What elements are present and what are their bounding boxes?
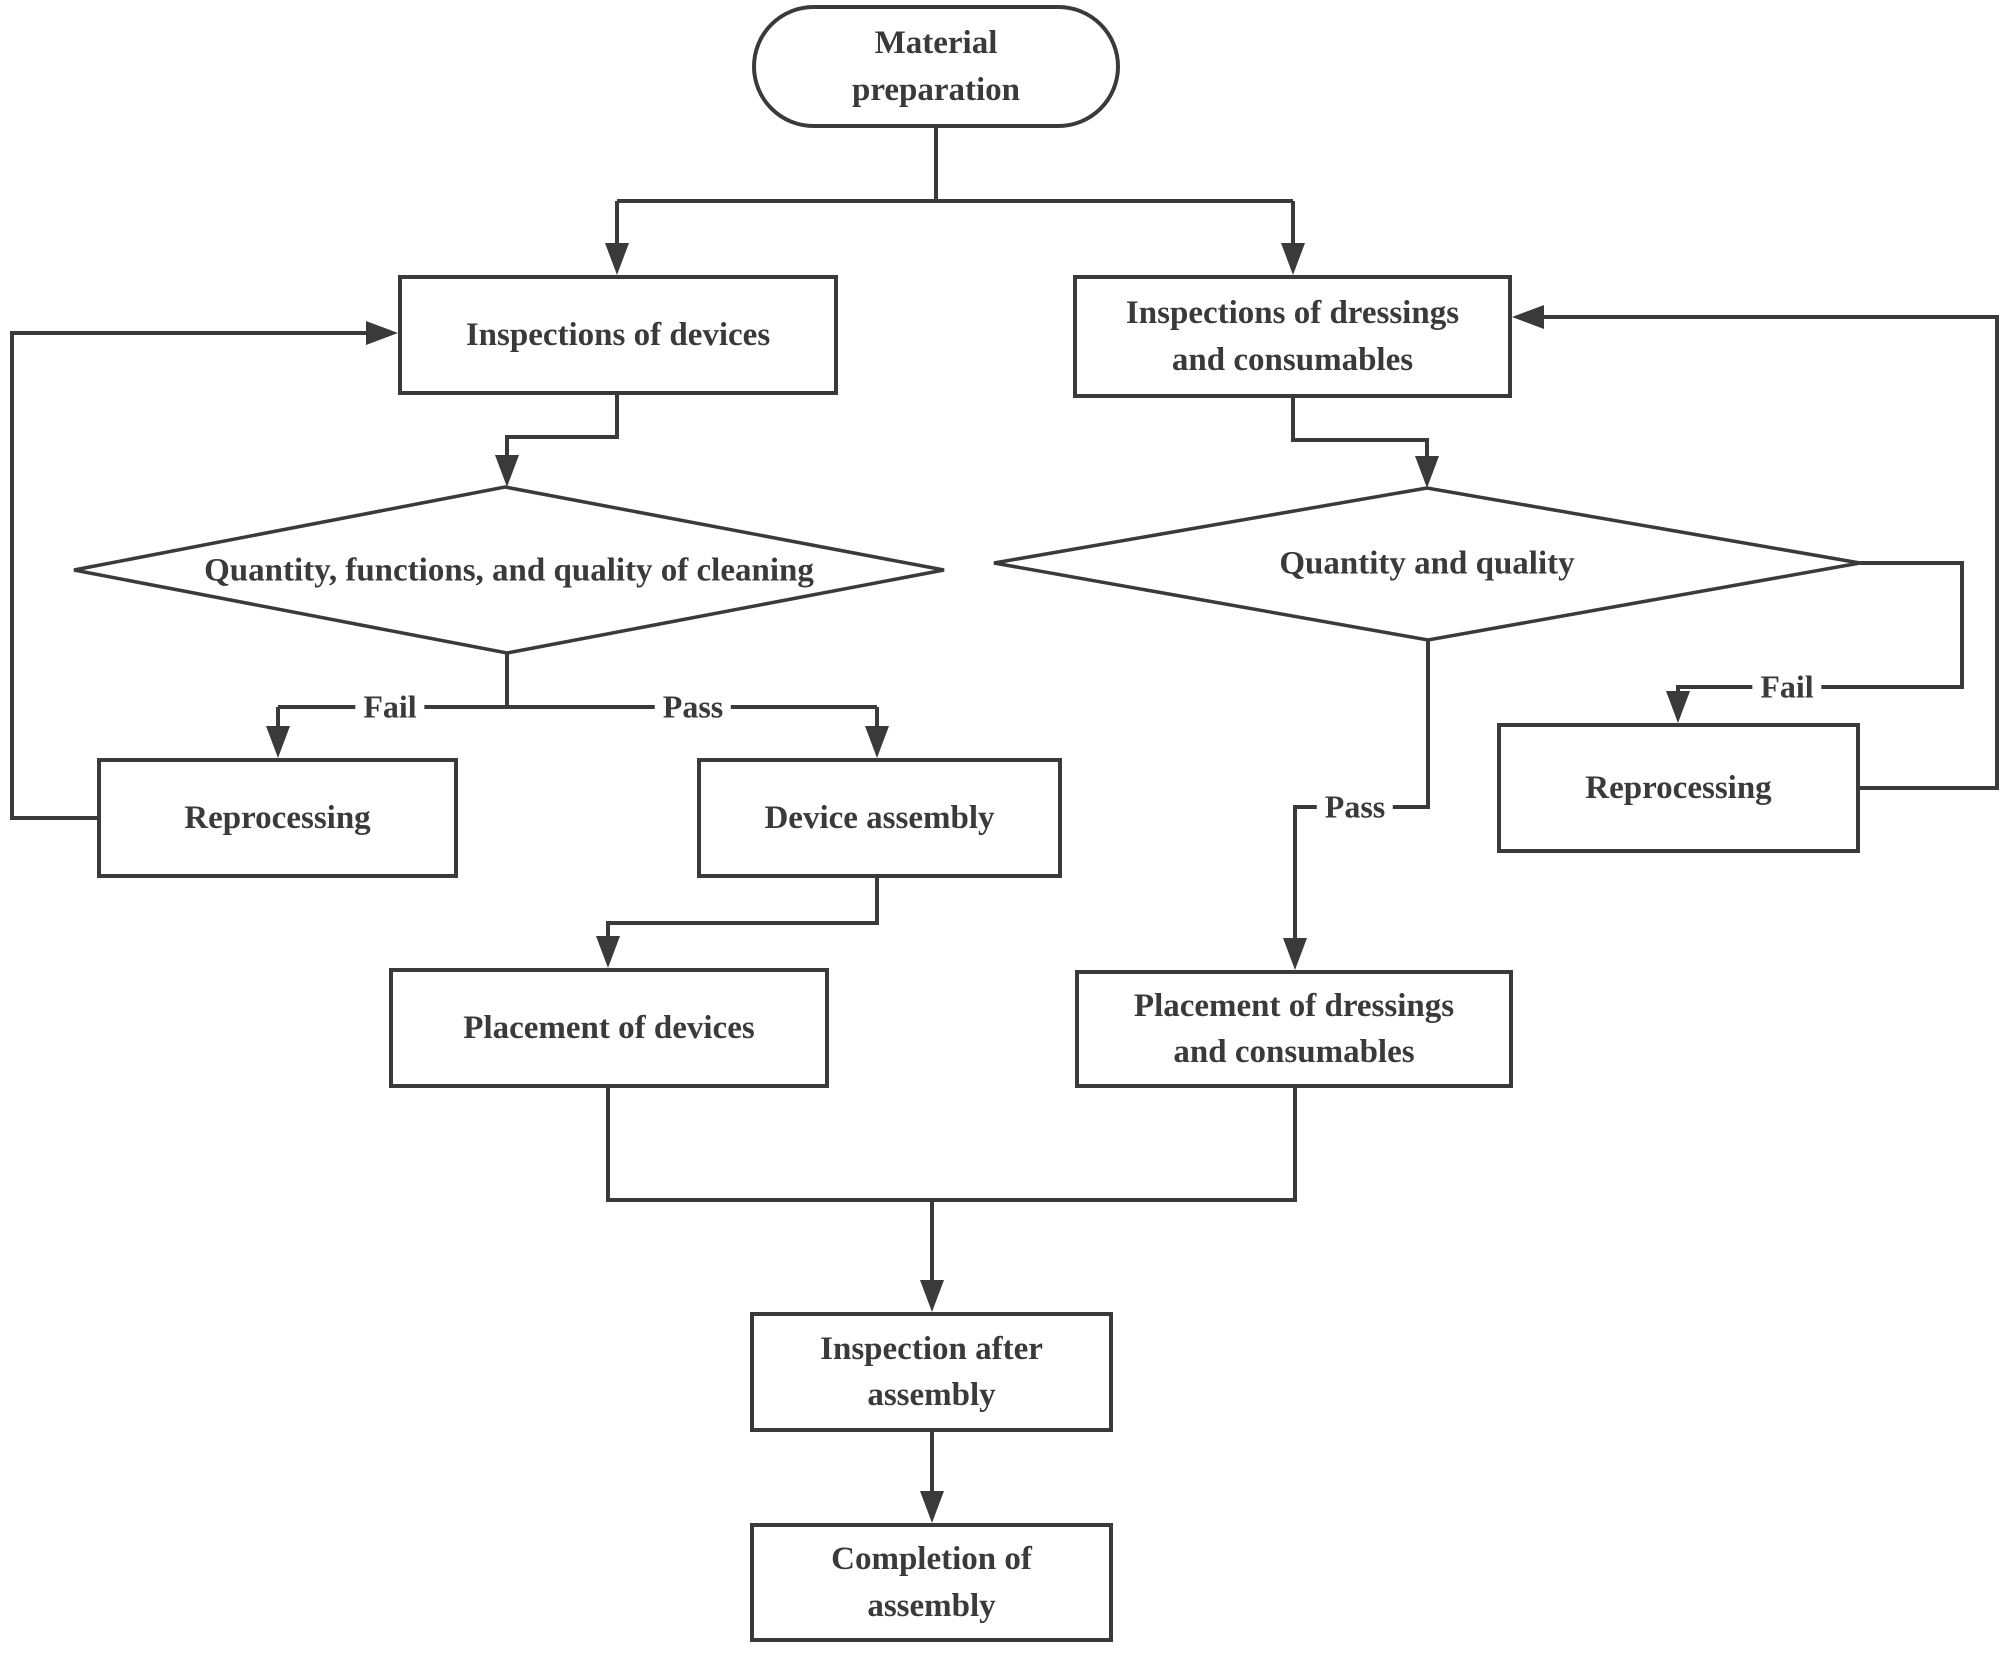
arrowhead-into-inspections-dressings-top bbox=[1281, 243, 1305, 275]
arrowhead-into-device-assembly bbox=[865, 726, 889, 758]
node-placement-dressings-label: Placement of dressings and consumables bbox=[1133, 987, 1455, 1070]
node-reprocessing-right-label: Reprocessing bbox=[1585, 769, 1772, 806]
connector-devices-to-decision bbox=[505, 395, 619, 459]
arrowhead-into-inspections-devices-top bbox=[605, 243, 629, 275]
connector-assembly-to-placement bbox=[606, 878, 879, 940]
node-reprocessing-left: Reprocessing bbox=[97, 758, 458, 878]
edge-label-pass-left: Pass bbox=[654, 688, 732, 726]
node-device-assembly: Device assembly bbox=[697, 758, 1062, 878]
arrowhead-into-reprocessing-left bbox=[266, 726, 290, 758]
arrowhead-into-reprocessing-right bbox=[1666, 691, 1690, 723]
connector-reprocessing-left-loop bbox=[10, 331, 368, 820]
decision-dressings-shape bbox=[993, 486, 1861, 642]
node-material-preparation: Material preparation bbox=[752, 5, 1120, 128]
node-inspections-dressings-label: Inspections of dressings and consumables bbox=[1125, 295, 1460, 378]
node-reprocessing-left-label: Reprocessing bbox=[184, 799, 371, 836]
arrowhead-into-inspection-after-assembly bbox=[920, 1280, 944, 1312]
arrowhead-into-inspections-dressings-right bbox=[1512, 305, 1544, 329]
edge-label-pass-right: Pass bbox=[1316, 788, 1394, 826]
node-placement-devices-label: Placement of devices bbox=[463, 1009, 755, 1046]
arrowhead-into-placement-dressings bbox=[1283, 938, 1307, 970]
node-device-assembly-label: Device assembly bbox=[764, 799, 995, 836]
node-inspection-after-assembly-label: Inspection after assembly bbox=[820, 1330, 1043, 1413]
node-placement-devices: Placement of devices bbox=[389, 968, 829, 1088]
arrowhead-into-completion-assembly bbox=[920, 1491, 944, 1523]
node-inspection-after-assembly: Inspection after assembly bbox=[750, 1312, 1113, 1432]
connector-reprocessing-right-loop bbox=[1542, 315, 1999, 790]
edge-label-fail-right: Fail bbox=[1752, 668, 1822, 706]
decision-devices-shape bbox=[73, 485, 945, 655]
node-completion-assembly: Completion of assembly bbox=[750, 1523, 1113, 1642]
arrowhead-into-decision-dressings bbox=[1415, 456, 1439, 488]
decision-dressings-label: Quantity and quality bbox=[1279, 545, 1575, 582]
arrowhead-into-inspections-devices-left bbox=[366, 321, 398, 345]
arrowhead-into-placement-devices bbox=[596, 936, 620, 968]
connector-fail-right-path bbox=[1676, 561, 1964, 695]
arrowhead-into-decision-devices bbox=[495, 455, 519, 487]
node-placement-dressings: Placement of dressings and consumables bbox=[1075, 970, 1513, 1088]
node-material-preparation-label: Material preparation bbox=[851, 25, 1021, 108]
node-inspections-devices: Inspections of devices bbox=[398, 275, 838, 395]
connector-dressings-to-decision bbox=[1291, 398, 1429, 460]
node-completion-assembly-label: Completion of assembly bbox=[831, 1541, 1032, 1624]
connector-merge bbox=[606, 1088, 1297, 1202]
decision-devices-label: Quantity, functions, and quality of clea… bbox=[204, 552, 814, 589]
node-reprocessing-right: Reprocessing bbox=[1497, 723, 1860, 853]
edge-label-fail-left: Fail bbox=[355, 688, 425, 726]
node-inspections-dressings: Inspections of dressings and consumables bbox=[1073, 275, 1512, 398]
node-inspections-devices-label: Inspections of devices bbox=[465, 316, 771, 353]
